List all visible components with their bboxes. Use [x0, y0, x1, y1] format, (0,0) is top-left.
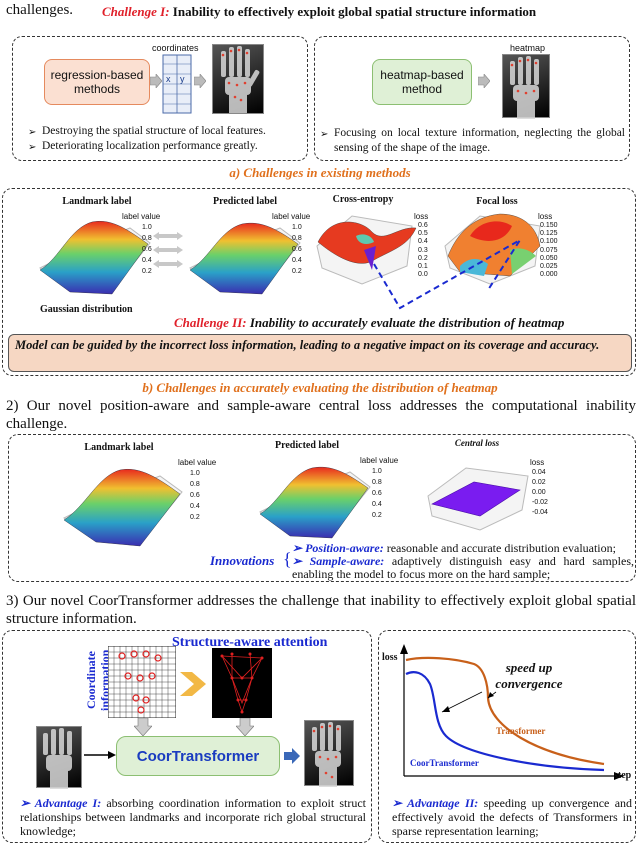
- output-xray-image: [304, 720, 354, 787]
- intro-fragment: challenges.: [6, 2, 74, 18]
- arrow-right-icon: [84, 751, 116, 759]
- plot-title: Predicted label: [213, 196, 277, 207]
- central-loss-surface-plot: [427, 467, 529, 531]
- regression-drawbacks: Destroying the spatial structure of loca…: [28, 124, 308, 155]
- caption-b: b) Challenges in accurately evaluating t…: [142, 380, 498, 395]
- arrow-right-icon: [194, 74, 206, 88]
- advantage2-text: ➢ Advantage II: speeding up convergence …: [392, 796, 633, 838]
- regression-panel: [12, 36, 308, 161]
- predicted-surface-plot-2: [259, 466, 371, 539]
- axis-label: loss: [538, 212, 553, 221]
- challenge2-text: Inability to accurately evaluate the dis…: [249, 315, 565, 330]
- landmark-surface-plot: [39, 221, 151, 295]
- coortransformer-label: CoorTransformer: [410, 758, 479, 768]
- challenge1-label: Challenge I:: [102, 4, 170, 19]
- svg-text:x: x: [166, 74, 171, 84]
- speed-up-label: speed up convergence: [495, 660, 563, 691]
- heatmap-panel: [314, 36, 630, 161]
- axis-label: loss: [414, 212, 429, 221]
- gaussian-label: Gaussian distribution: [40, 304, 133, 315]
- plot-title: Predicted label: [275, 440, 339, 451]
- plot-title: Landmark label: [84, 442, 154, 453]
- list-item: Destroying the spatial structure of loca…: [28, 124, 308, 140]
- plot-title: Landmark label: [62, 196, 132, 207]
- list-item: ➢ Position-aware: reasonable and accurat…: [292, 541, 616, 555]
- svg-text:y: y: [180, 74, 185, 84]
- transformer-curve: [405, 656, 605, 766]
- convergence-chart: [400, 644, 624, 780]
- chevron-right-icon: [180, 672, 206, 696]
- section2-heading: 2) Our novel position-aware and sample-a…: [6, 398, 636, 432]
- input-xray-image: [36, 726, 82, 789]
- dashed-connector: [373, 239, 521, 310]
- structure-attention-title: Structure-aware attention: [172, 635, 328, 650]
- transformer-label: Transformer: [496, 726, 546, 736]
- predicted-surface-plot: [189, 222, 301, 295]
- landmark-surface-plot-2: [63, 469, 183, 547]
- heatmap-drawbacks: Focusing on local texture information, n…: [320, 126, 625, 156]
- plot-title: Focal loss: [476, 196, 518, 207]
- axis-label: label value: [122, 212, 161, 221]
- coordinates-label: coordinates: [152, 43, 199, 53]
- challenge1-heading: Challenge I: Inability to effectively ex…: [102, 4, 536, 20]
- hand-xray-image: [212, 44, 264, 114]
- plot-title: Central loss: [454, 438, 500, 448]
- challenge2-heading: Challenge II: Inability to accurately ev…: [174, 315, 564, 331]
- coordinate-grid-image: [108, 646, 176, 718]
- axis-label: label value: [178, 458, 217, 467]
- section3-heading: 3) Our novel CoorTransformer addresses t…: [6, 593, 636, 627]
- axis-label: label value: [272, 212, 311, 221]
- loss-challenges-panel: [2, 188, 636, 376]
- challenge2-label: Challenge II:: [174, 315, 247, 330]
- arrow-right-icon: [478, 74, 490, 88]
- coordinate-info-label: Coordinate information: [84, 649, 112, 711]
- model-note-box: Model can be guided by the incorrect los…: [8, 334, 632, 372]
- challenge1-text: Inability to effectively exploit global …: [172, 4, 537, 19]
- axis-label: label value: [360, 456, 399, 465]
- axis-label: loss: [530, 458, 545, 467]
- cross-entropy-surface-plot: [316, 215, 417, 285]
- arrow-right-icon: [150, 74, 162, 88]
- brace-icon: {: [283, 549, 292, 569]
- heatmap-xray-image: [502, 54, 550, 119]
- plot-title: Cross-entropy: [332, 194, 394, 205]
- innovations-label: Innovations: [210, 553, 275, 568]
- arrow-down-icon: [236, 718, 254, 736]
- coortransformer-panel: [2, 630, 372, 843]
- heatmap-label: heatmap: [510, 43, 546, 53]
- list-item: Focusing on local texture information, n…: [320, 126, 625, 156]
- central-loss-panel: [8, 434, 636, 582]
- coortransformer-box: CoorTransformer: [116, 736, 280, 776]
- heatmap-method-box: heatmap-based method: [372, 59, 472, 105]
- convergence-panel: [378, 630, 636, 843]
- loss-axis-label: loss: [382, 652, 398, 663]
- coordinates-grid: x y: [162, 54, 192, 114]
- list-item: ➢ Sample-aware: adaptively distinguish e…: [292, 554, 634, 581]
- arrow-down-icon: [134, 718, 152, 736]
- structure-attention-image: [212, 648, 272, 718]
- arrow-right-icon: [284, 748, 300, 764]
- coortransformer-curve: [405, 671, 605, 772]
- innovations-list: ➢ Position-aware: reasonable and accurat…: [292, 542, 634, 581]
- step-axis-label: step: [614, 770, 632, 781]
- double-arrow-icon: [153, 232, 183, 268]
- focal-loss-surface-plot: [444, 213, 541, 285]
- advantage1-text: ➢ Advantage I: absorbing coordination in…: [20, 796, 366, 838]
- caption-a: a) Challenges in existing methods: [229, 165, 411, 180]
- list-item: Deteriorating localization performance g…: [28, 139, 308, 155]
- regression-method-box: regression-based methods: [44, 59, 150, 105]
